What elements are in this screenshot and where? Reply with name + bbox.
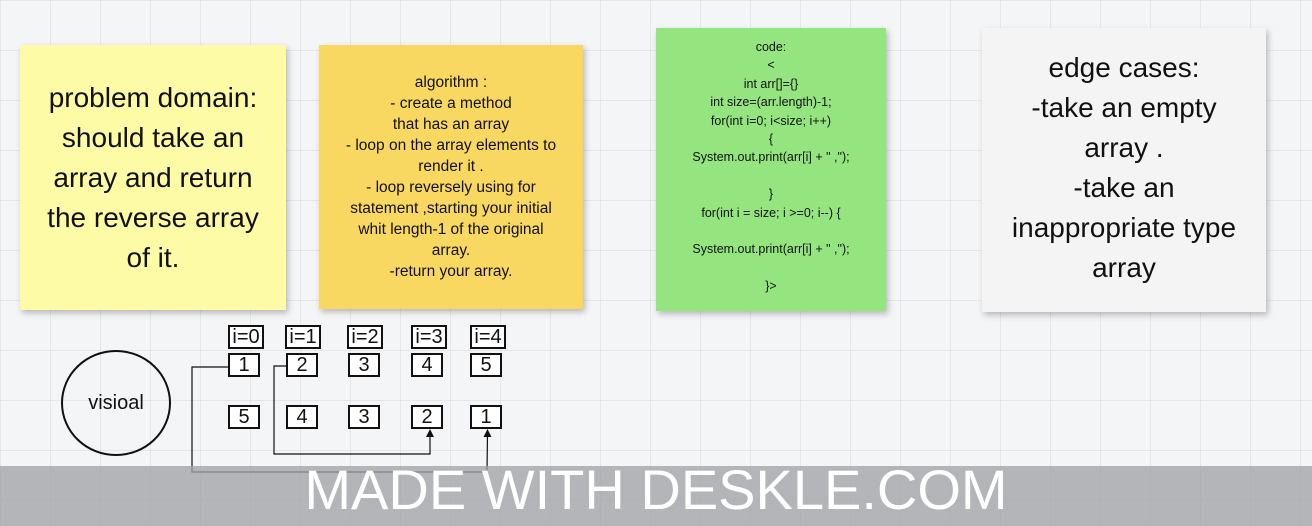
reversed-cell-4: 1 — [470, 405, 502, 429]
original-cell-2: 3 — [348, 353, 380, 377]
index-label-0: i=0 — [228, 325, 264, 349]
original-cell-4: 5 — [470, 353, 502, 377]
original-cell-3: 4 — [411, 353, 443, 377]
problem-domain-note[interactable]: problem domain: should take an array and… — [20, 45, 286, 310]
visual-circle[interactable]: visioal — [61, 350, 171, 456]
watermark-banner: MADE WITH DESKLE.COM — [0, 466, 1312, 526]
arrowhead-2 — [426, 429, 434, 437]
index-label-1: i=1 — [285, 325, 321, 349]
index-label-3: i=3 — [411, 325, 447, 349]
reversed-cell-3: 2 — [411, 405, 443, 429]
original-cell-1: 2 — [286, 353, 318, 377]
reversed-cell-2: 3 — [348, 405, 380, 429]
algorithm-note[interactable]: algorithm : - create a method that has a… — [319, 45, 583, 309]
index-label-2: i=2 — [347, 325, 383, 349]
reversed-cell-0: 5 — [228, 405, 260, 429]
edge-cases-note[interactable]: edge cases: -take an empty array . -take… — [982, 28, 1266, 312]
connector-1-to-1 — [191, 366, 489, 473]
reversed-cell-1: 4 — [286, 405, 318, 429]
visual-circle-label: visioal — [88, 391, 144, 414]
code-note[interactable]: code: < int arr[]={} int size=(arr.lengt… — [656, 28, 886, 311]
index-label-4: i=4 — [470, 325, 506, 349]
arrowhead-1 — [483, 429, 492, 437]
original-cell-0: 1 — [228, 353, 260, 377]
connector-2-to-2 — [273, 365, 431, 455]
